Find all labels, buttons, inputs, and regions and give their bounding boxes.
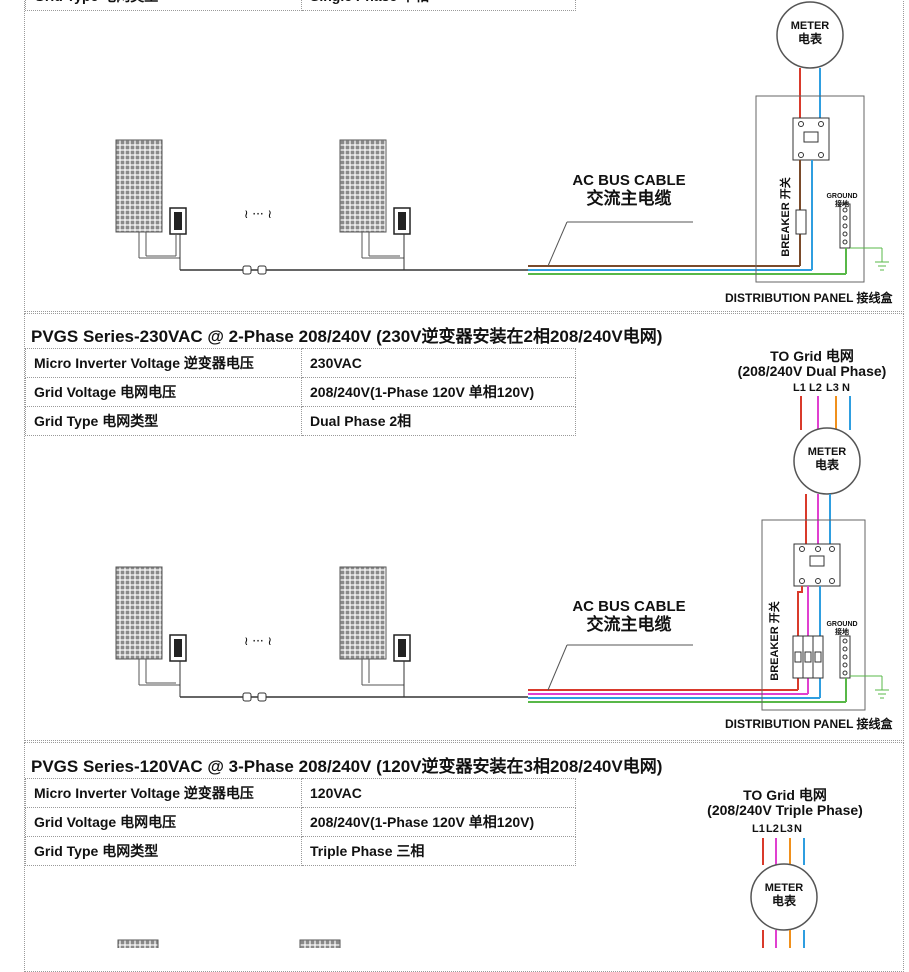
spec-key: Grid Type 电网类型: [25, 836, 302, 866]
line-l3: L3: [826, 382, 839, 394]
spec-value: Dual Phase 2相: [301, 406, 576, 436]
solar-panel-icon: [339, 139, 404, 259]
cable-label-en: AC BUS CABLE: [572, 598, 686, 615]
spec-value: 208/240V(1-Phase 120V 单相120V): [301, 807, 576, 837]
grid-subtitle: (208/240V Dual Phase): [737, 363, 887, 379]
breaker-label: BREAKER 开关: [780, 177, 792, 257]
line-l1: L1: [752, 823, 765, 835]
earth-icon: [875, 261, 889, 271]
micro-inverter-icon: [393, 634, 411, 697]
spec-value: Single Phase 单相: [301, 0, 576, 11]
solar-panel-icon: [115, 566, 180, 686]
spec-row-grid-voltage: Grid Voltage 电网电压 208/240V(1-Phase 120V …: [25, 377, 576, 407]
spec-row-grid-type: Grid Type 电网类型 Dual Phase 2相: [25, 406, 576, 436]
cable-label-cn: 交流主电缆: [586, 189, 672, 208]
ground-label: GROUND 接地: [820, 621, 864, 637]
line-l2: L2: [766, 823, 779, 835]
meter-label: METER 电表: [799, 446, 855, 472]
ellipsis-icon: ≀ ··· ≀: [244, 634, 272, 648]
line-n: N: [794, 823, 802, 835]
spec-table-3: Micro Inverter Voltage 逆变器电压 120VAC Grid…: [25, 778, 576, 866]
cable-label-en: AC BUS CABLE: [572, 172, 686, 189]
cable-label: AC BUS CABLE 交流主电缆: [565, 172, 693, 208]
ellipsis-icon: ≀ ··· ≀: [244, 207, 272, 221]
grid-label: TO Grid 电网 (208/240V Dual Phase): [720, 349, 904, 379]
spec-table-1: Grid Type 电网类型 Single Phase 单相: [25, 0, 576, 11]
grid-subtitle: (208/240V Triple Phase): [707, 802, 863, 818]
grid-title: TO Grid 电网: [770, 348, 854, 364]
solar-panel-icon: [115, 139, 180, 259]
ground-label-cn: 接地: [835, 629, 849, 636]
spec-key: Grid Voltage 电网电压: [25, 807, 302, 837]
spec-value: Triple Phase 三相: [301, 836, 576, 866]
solar-panel-icon: [339, 566, 404, 686]
section-single-phase: Grid Type 电网类型 Single Phase 单相: [24, 0, 904, 312]
spec-row-voltage: Micro Inverter Voltage 逆变器电压 120VAC: [25, 778, 576, 808]
grid-line-labels: L1L2L3N: [752, 823, 802, 835]
grid-title: TO Grid 电网: [743, 787, 827, 803]
meter-label-cn: 电表: [771, 894, 796, 908]
earth-icon: [875, 689, 889, 699]
ground-label-en: GROUND: [826, 621, 858, 628]
spec-row-grid-type: Grid Type 电网类型 Triple Phase 三相: [25, 836, 576, 866]
diagram-section-3: [117, 838, 818, 948]
section-title: PVGS Series-120VAC @ 3-Phase 208/240V (1…: [31, 757, 663, 776]
spec-table-2: Micro Inverter Voltage 逆变器电压 230VAC Grid…: [25, 348, 576, 436]
meter-label-en: METER: [790, 20, 830, 32]
ground-terminal-icon: [839, 203, 851, 249]
spec-key: Micro Inverter Voltage 逆变器电压: [25, 348, 302, 378]
cable-label: AC BUS CABLE 交流主电缆: [565, 598, 693, 634]
meter-label-cn: 电表: [797, 32, 822, 46]
diagram-section-2: ≀ ··· ≀: [115, 396, 889, 711]
micro-inverter-icon: [169, 207, 187, 270]
meter-label-cn: 电表: [814, 458, 839, 472]
ground-label: GROUND 接地: [820, 193, 864, 209]
line-l2: L2: [809, 382, 822, 394]
panel-label: DISTRIBUTION PANEL 接线盒: [725, 717, 893, 731]
spec-value: 230VAC: [301, 348, 576, 378]
breaker-label: BREAKER 开关: [769, 601, 781, 681]
meter-label: METER 电表: [756, 882, 812, 908]
ground-label-cn: 接地: [835, 201, 849, 208]
section-dual-phase: PVGS Series-230VAC @ 2-Phase 208/240V (2…: [24, 313, 904, 741]
ground-terminal-icon: [839, 635, 851, 679]
spec-value: 120VAC: [301, 778, 576, 808]
section-triple-phase: PVGS Series-120VAC @ 3-Phase 208/240V (1…: [24, 742, 904, 972]
line-l3: L3: [780, 823, 793, 835]
spec-key: Grid Type 电网类型: [25, 406, 302, 436]
meter-label-en: METER: [807, 446, 847, 458]
grid-label: TO Grid 电网 (208/240V Triple Phase): [690, 788, 880, 818]
ground-label-en: GROUND: [826, 193, 858, 200]
line-n: N: [842, 382, 850, 394]
micro-inverter-icon: [169, 634, 187, 697]
spec-row-grid-type: Grid Type 电网类型 Single Phase 单相: [25, 0, 576, 11]
meter-label: METER 电表: [782, 20, 838, 46]
section-title: PVGS Series-230VAC @ 2-Phase 208/240V (2…: [31, 327, 663, 346]
micro-inverter-icon: [393, 207, 411, 270]
spec-row-grid-voltage: Grid Voltage 电网电压 208/240V(1-Phase 120V …: [25, 807, 576, 837]
wiring-diagram: ≀ ··· ≀: [115, 1, 889, 948]
spec-row-voltage: Micro Inverter Voltage 逆变器电压 230VAC: [25, 348, 576, 378]
diagram-section-1: ≀ ··· ≀: [115, 1, 889, 283]
cable-label-cn: 交流主电缆: [586, 615, 672, 634]
line-l1: L1: [793, 382, 806, 394]
meter-label-en: METER: [764, 882, 804, 894]
panel-label: DISTRIBUTION PANEL 接线盒: [725, 291, 893, 305]
